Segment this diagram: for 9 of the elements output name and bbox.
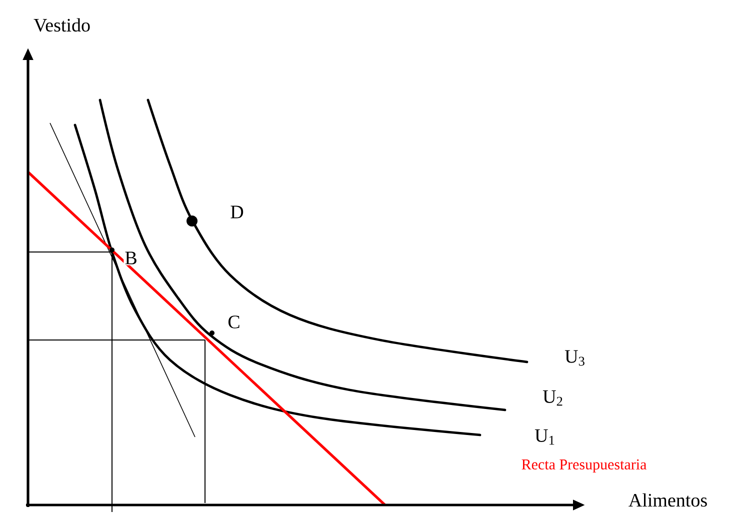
curve-label: U$_{2}$ [542,390,562,406]
point-label: B [124,250,138,266]
curve-label: U$_{3}$ [564,350,584,366]
axis-title: Alimentos [628,493,707,507]
line-label: Recta Presupuestaria [522,459,646,473]
axis-title: Vestido [34,18,90,32]
curve-label: U$_{1}$ [534,429,554,445]
point-label: D [230,206,244,218]
point-label: C [228,316,240,328]
